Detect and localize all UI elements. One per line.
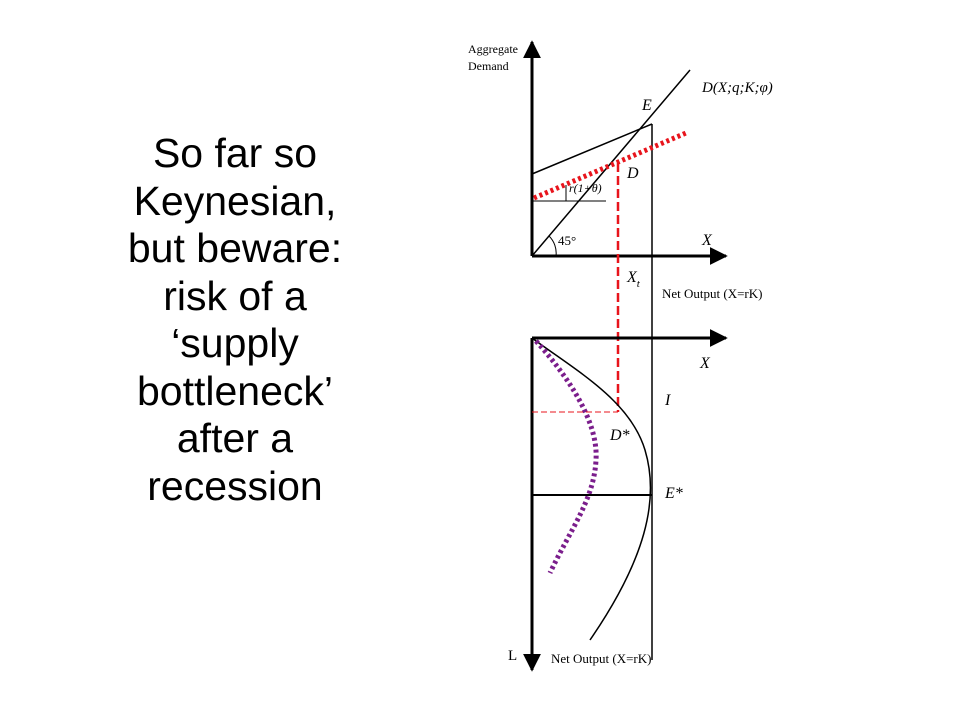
x-axis-top-label: X [701, 232, 713, 249]
point-e-star-label: E* [664, 485, 683, 502]
y-axis-label: Aggregate [468, 42, 518, 56]
angle-arc [548, 235, 557, 257]
slide-text-line: risk of a [163, 272, 307, 319]
shifted-demand-dotted-line [533, 130, 687, 201]
slide-text-line: ‘supply [171, 320, 299, 366]
angle-label: 45° [558, 233, 576, 248]
slide-text-line: So far so [152, 130, 318, 176]
point-e-label: E [641, 97, 652, 114]
demand-curve-label: D(X;q;K;φ) [701, 80, 773, 96]
slide-text: So far so Keynesian, but beware: risk of… [95, 130, 375, 510]
lower-axis-label: L [508, 648, 517, 664]
x-t-label: Xt [626, 269, 641, 290]
slide-text-line: after a [176, 415, 294, 461]
slide-text-line: bottleneck’ [136, 367, 333, 414]
net-output-bottom-label: Net Output (X=rK) [551, 651, 651, 666]
point-d-star-label: D* [609, 427, 630, 444]
aggregate-demand-line [531, 123, 653, 175]
net-output-top-label: Net Output (X=rK) [662, 286, 762, 301]
y-axis-label: Demand [468, 59, 509, 73]
x-t-main: X [626, 269, 638, 286]
investment-label: I [664, 392, 671, 409]
x-axis-mid-label: X [699, 355, 711, 372]
x-t-subscript: t [637, 278, 641, 290]
slide-text-line: but beware: [127, 225, 343, 271]
slide-text-line: Keynesian, [133, 177, 337, 224]
investment-curve [531, 337, 652, 641]
bottleneck-dotted-curve [534, 339, 599, 575]
slide-text-line: recession [147, 462, 323, 509]
slope-label: r(1+θ) [569, 181, 602, 195]
point-d-label: D [626, 165, 639, 182]
